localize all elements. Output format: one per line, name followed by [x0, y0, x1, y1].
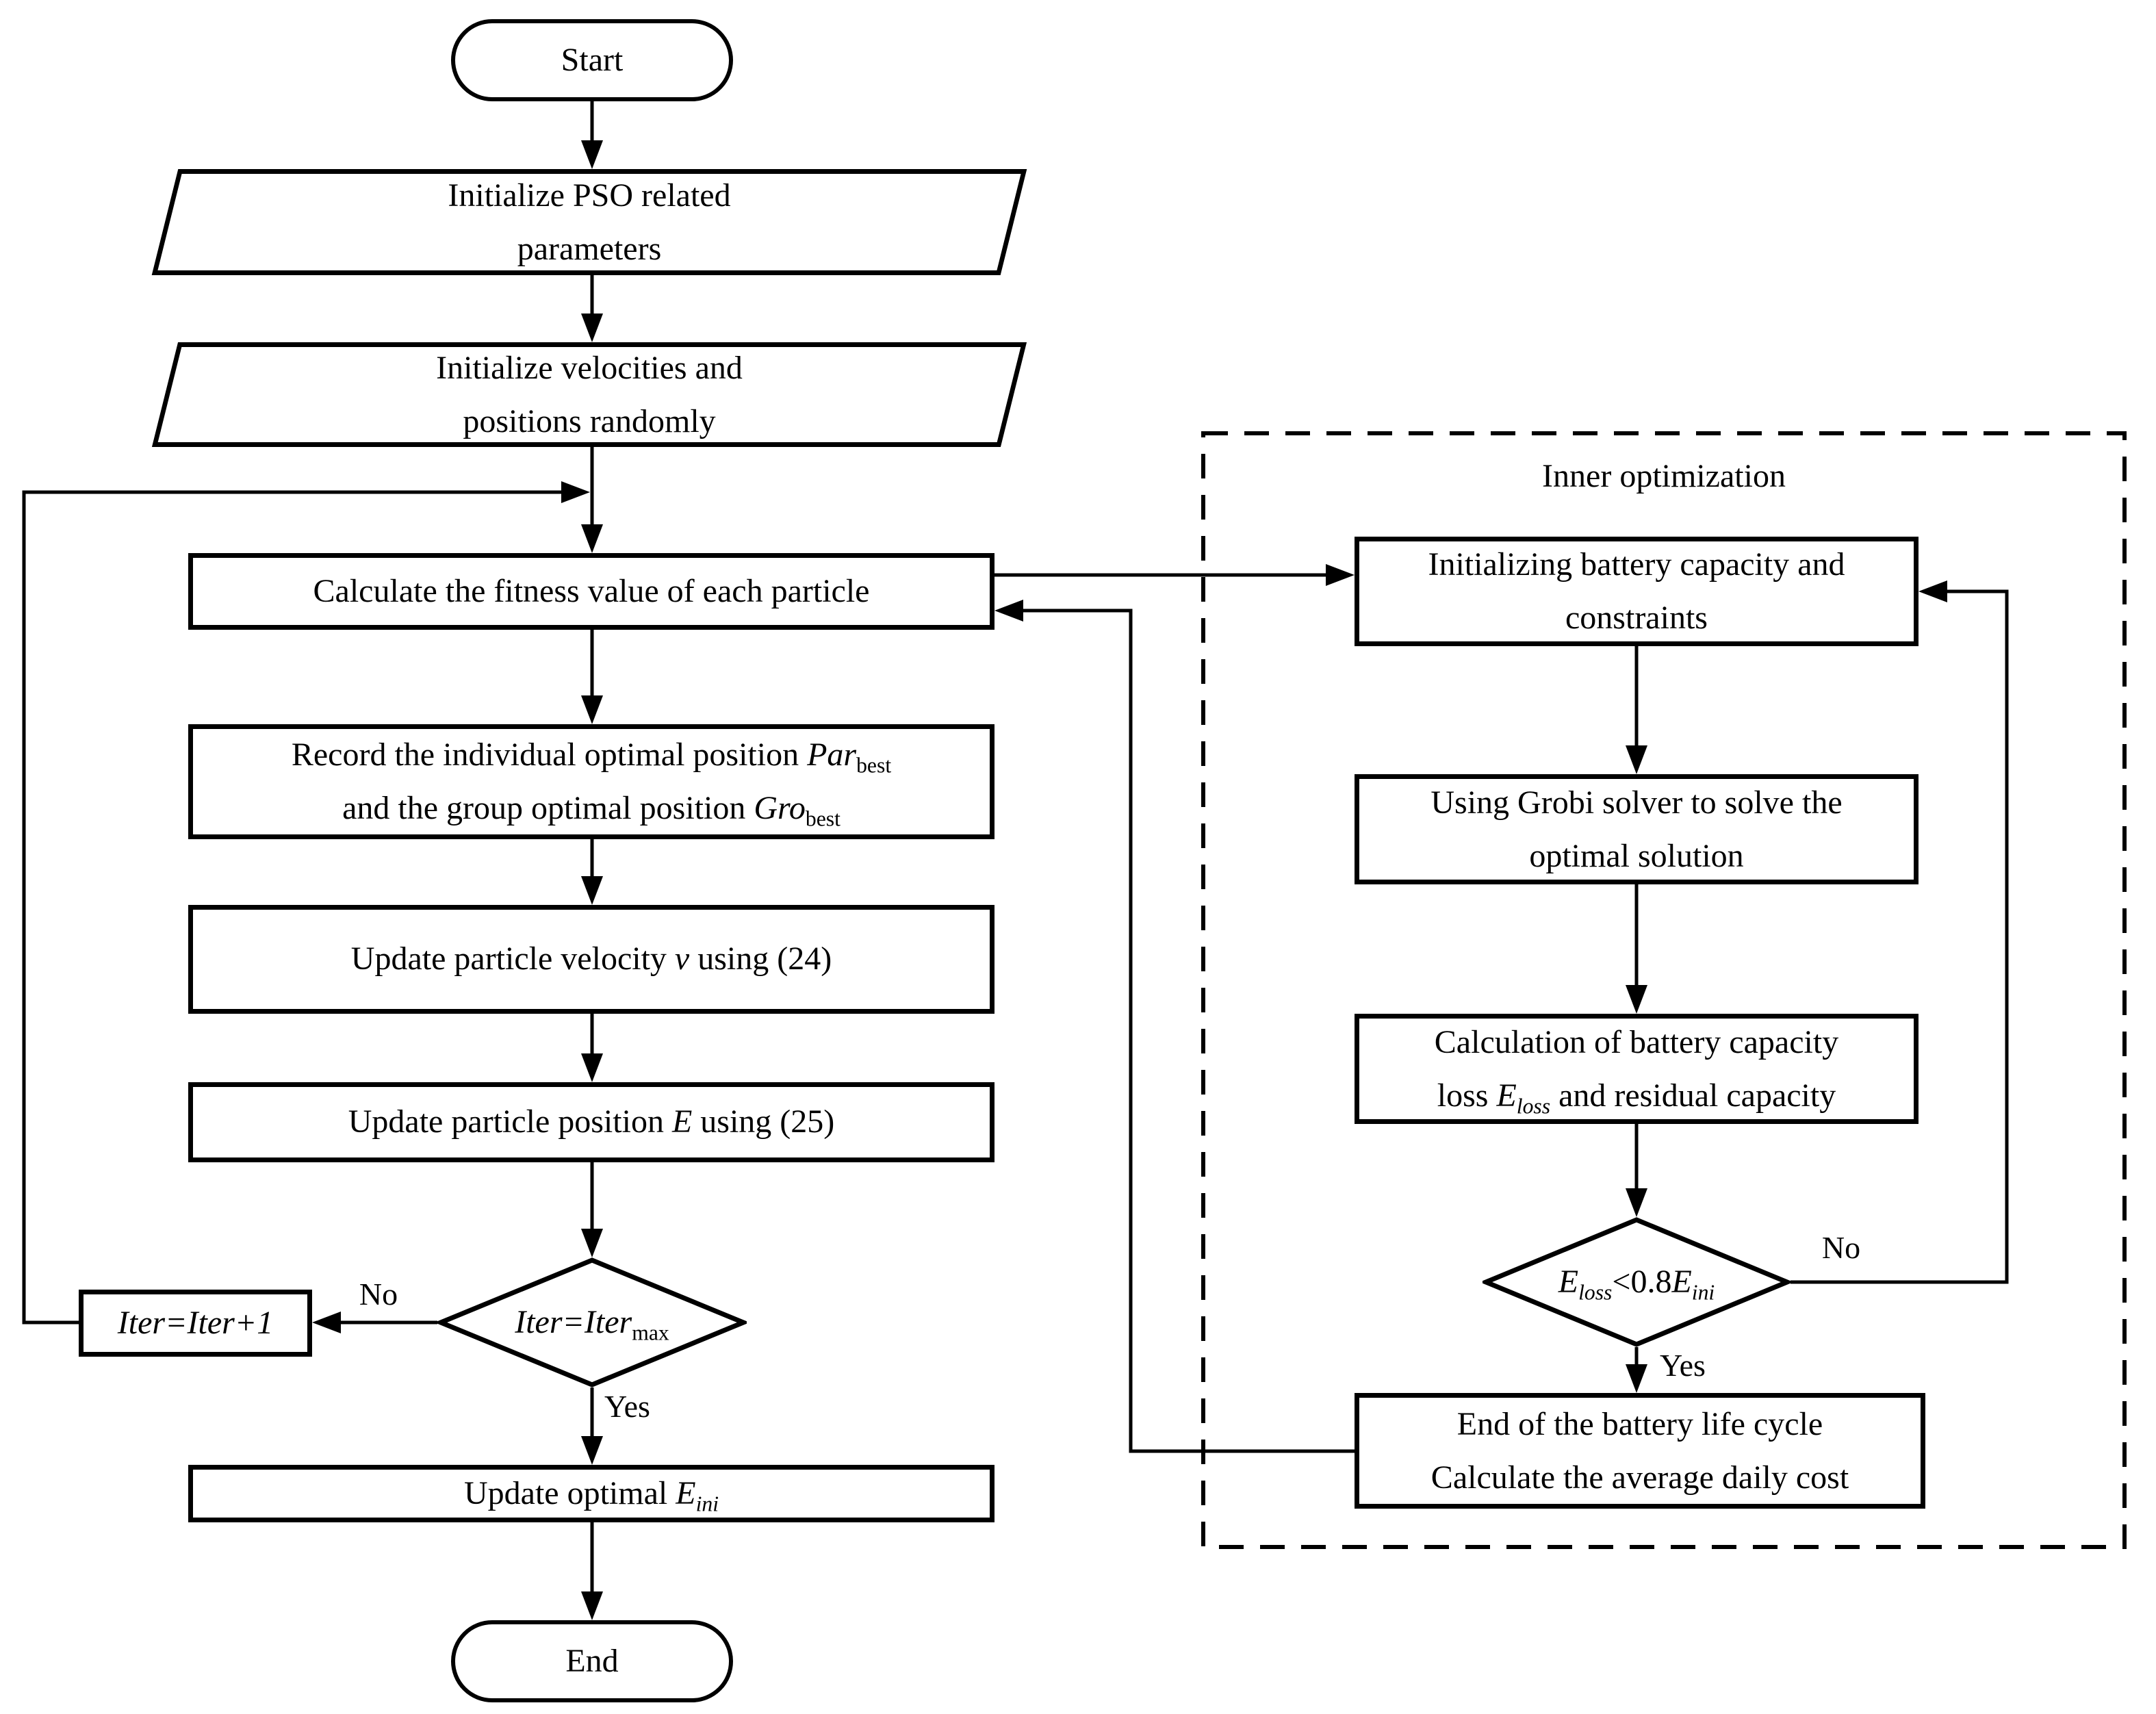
init-battery-line1: Initializing battery capacity and	[1428, 546, 1845, 583]
record-l2-text: and the group optimal position	[342, 790, 754, 826]
update-position-process: Update particle position E using (25)	[188, 1082, 994, 1162]
end-cycle-label: End of the battery life cycle Calculate …	[1431, 1398, 1849, 1505]
end-label: End	[565, 1642, 619, 1679]
calc-loss-line2: loss Eloss and residual capacity	[1435, 1069, 1838, 1123]
loss-subscript: loss	[1578, 1280, 1613, 1305]
init-velocities-line2: positions randomly	[463, 402, 716, 439]
update-position-ref: using (25)	[692, 1103, 835, 1140]
update-position-label: Update particle position E using (25)	[348, 1097, 835, 1147]
ini-subscript: ini	[695, 1492, 719, 1516]
calc-fitness-process: Calculate the fitness value of each part…	[188, 553, 994, 630]
loss-subscript: loss	[1516, 1094, 1551, 1118]
e-loss-variable: E	[1558, 1263, 1579, 1300]
update-optimal-label: Update optimal Eini	[464, 1468, 719, 1519]
update-velocity-label: Update particle velocity v using (24)	[351, 934, 832, 984]
grobi-solver-line1: Using Grobi solver to solve the	[1430, 784, 1843, 821]
calc-fitness-label: Calculate the fitness value of each part…	[313, 572, 870, 609]
calc-loss-label: Calculation of battery capacity loss Elo…	[1435, 1016, 1838, 1123]
v-variable: v	[674, 941, 690, 977]
diamond-shape	[437, 1257, 747, 1387]
e-loss-variable: E	[1496, 1077, 1517, 1114]
init-velocities-parallelogram: Initialize velocities and positions rand…	[151, 342, 1027, 448]
iter-decision-diamond: Iter=Itermax	[437, 1257, 747, 1387]
loss-decision-label: Eloss<0.8Eini	[1558, 1257, 1715, 1307]
calc-loss-line1: Calculation of battery capacity	[1434, 1023, 1839, 1060]
calc-loss-text: loss	[1437, 1077, 1497, 1114]
update-velocity-text: Update particle velocity	[350, 941, 675, 977]
gro-subscript: best	[805, 806, 840, 831]
record-l1-text: Record the individual optimal position	[291, 737, 808, 773]
grobi-solver-line2: optimal solution	[1529, 837, 1744, 874]
gro-variable: Gro	[754, 790, 806, 826]
ini-subscript: ini	[1691, 1280, 1715, 1305]
init-velocities-line1: Initialize velocities and	[436, 349, 743, 386]
end-terminator: End	[451, 1620, 733, 1702]
e-variable: E	[671, 1103, 693, 1140]
init-velocities-label: Initialize velocities and positions rand…	[436, 342, 743, 448]
end-cycle-process: End of the battery life cycle Calculate …	[1355, 1393, 1925, 1509]
init-battery-label: Initializing battery capacity and constr…	[1428, 538, 1845, 645]
iter-max-subscript: max	[632, 1320, 669, 1345]
end-cycle-line1: End of the battery life cycle	[1456, 1405, 1823, 1442]
iter-expression: Iter=Iter	[515, 1303, 632, 1340]
update-velocity-process: Update particle velocity v using (24)	[188, 905, 994, 1014]
iter-decision-label: Iter=Itermax	[515, 1297, 669, 1348]
par-subscript: best	[856, 753, 892, 778]
init-pso-label: Initialize PSO related parameters	[448, 169, 730, 276]
calc-loss-text-2: and residual capacity	[1550, 1077, 1836, 1114]
record-optimal-line1: Record the individual optimal position P…	[292, 728, 891, 782]
iter-increment-process: Iter=Iter+1	[79, 1290, 312, 1357]
no-label-right: No	[1821, 1230, 1861, 1265]
record-optimal-label: Record the individual optimal position P…	[292, 728, 891, 835]
update-optimal-process: Update optimal Eini	[188, 1465, 994, 1522]
record-optimal-process: Record the individual optimal position P…	[188, 724, 994, 839]
e-ini-variable: E	[1671, 1263, 1692, 1300]
record-optimal-line2: and the group optimal position Grobest	[292, 782, 891, 835]
end-cycle-line2: Calculate the average daily cost	[1430, 1459, 1849, 1496]
iter-increment-label: Iter=Iter+1	[117, 1304, 274, 1341]
start-terminator: Start	[451, 19, 733, 101]
yes-label-right: Yes	[1660, 1348, 1706, 1383]
update-position-text: Update particle position	[348, 1103, 672, 1140]
grobi-solver-label: Using Grobi solver to solve the optimal …	[1430, 776, 1842, 883]
start-label: Start	[561, 41, 624, 78]
e-ini-variable: E	[676, 1474, 696, 1511]
update-optimal-text: Update optimal	[463, 1474, 676, 1511]
loss-decision-diamond: Eloss<0.8Eini	[1483, 1217, 1791, 1347]
comparison-operator: <0.8	[1612, 1263, 1672, 1300]
init-pso-line2: parameters	[517, 230, 662, 267]
update-velocity-ref: using (24)	[689, 941, 832, 977]
diamond-shape	[1483, 1217, 1791, 1347]
init-pso-parallelogram: Initialize PSO related parameters	[151, 169, 1027, 276]
no-label-left: No	[359, 1277, 398, 1312]
grobi-solver-process: Using Grobi solver to solve the optimal …	[1355, 774, 1918, 884]
init-battery-process: Initializing battery capacity and constr…	[1355, 537, 1918, 646]
init-battery-line2: constraints	[1565, 600, 1708, 636]
init-pso-line1: Initialize PSO related	[448, 177, 731, 214]
calc-loss-process: Calculation of battery capacity loss Elo…	[1355, 1014, 1918, 1124]
inner-optimization-title: Inner optimization	[1542, 458, 1786, 494]
par-variable: Par	[807, 737, 857, 773]
yes-label-left: Yes	[604, 1389, 650, 1424]
